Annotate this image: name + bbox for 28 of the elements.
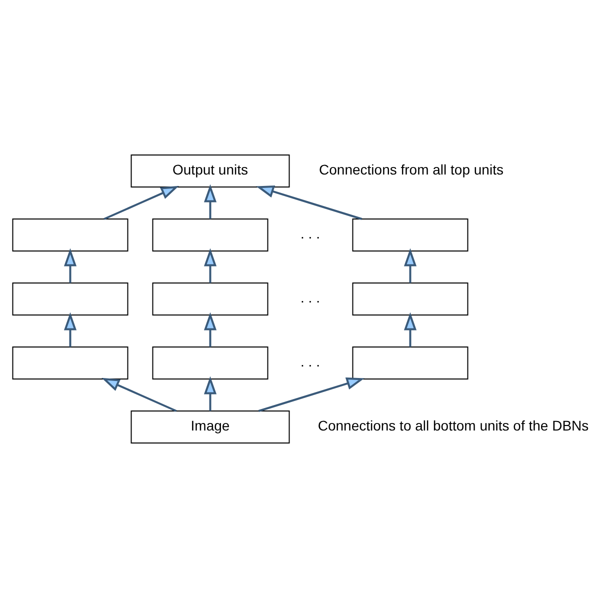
node-box — [152, 282, 268, 316]
arrow — [64, 312, 77, 347]
node-box — [152, 218, 268, 252]
arrow — [204, 312, 217, 347]
arrow — [204, 376, 217, 411]
arrow — [256, 186, 362, 220]
node-box: Output units — [130, 154, 290, 188]
label: Connections to all bottom units of the DBNs — [318, 418, 589, 434]
node-box — [352, 346, 468, 380]
arrow — [64, 248, 77, 283]
node-box — [12, 282, 128, 316]
node-box — [352, 218, 468, 252]
node-box: Image — [130, 410, 290, 444]
node-box — [12, 218, 128, 252]
arrow — [204, 184, 217, 219]
arrow — [104, 186, 179, 220]
label: . . . — [300, 290, 320, 306]
arrow — [404, 248, 417, 283]
label: Connections from all top units — [319, 162, 504, 178]
arrow — [102, 378, 177, 412]
node-box — [152, 346, 268, 380]
node-box — [352, 282, 468, 316]
node-box — [12, 346, 128, 380]
arrow — [258, 378, 364, 412]
label: . . . — [300, 354, 320, 370]
arrow — [204, 248, 217, 283]
arrow — [404, 312, 417, 347]
label: . . . — [300, 226, 320, 242]
